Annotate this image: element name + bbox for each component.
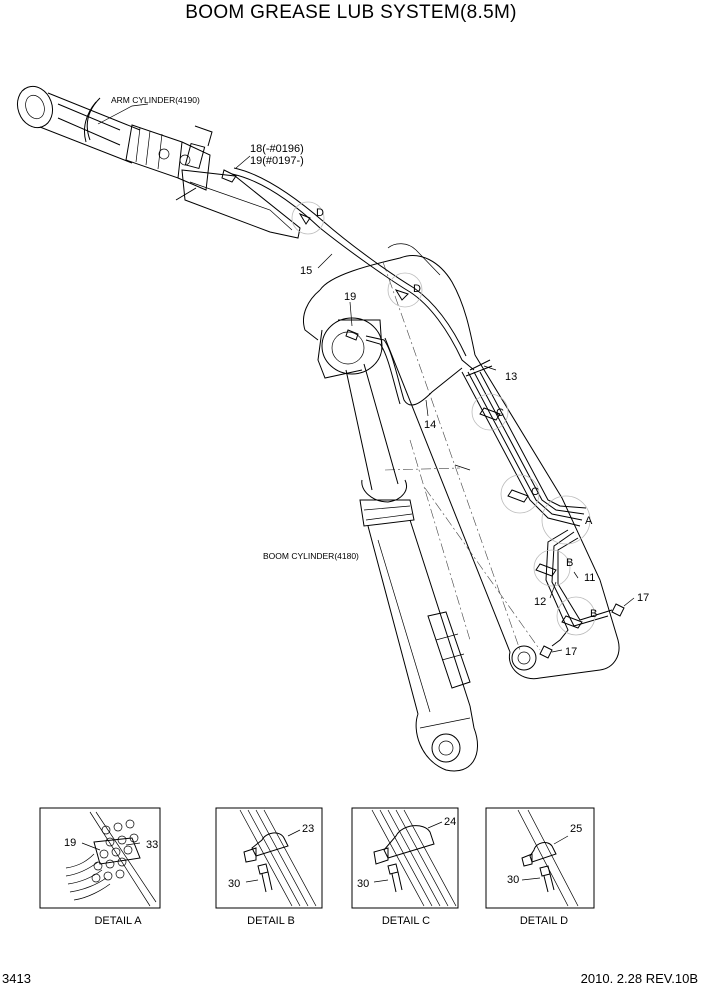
label-part-15: 15 [300,265,312,277]
detail-d-label-30: 30 [507,874,519,886]
label-detail-d-lower: D [413,283,421,295]
label-detail-b-upper: B [566,557,573,569]
detail-d-panel: 25 30 DETAIL D [485,807,595,927]
label-part-14: 14 [424,419,436,431]
detail-a-title: DETAIL A [94,915,142,927]
detail-d-title: DETAIL D [520,915,568,927]
label-part-13: 13 [505,371,517,383]
leader-lines [97,103,635,653]
label-part-18: 18(-#0196) [250,143,304,155]
label-part-17-lower: 17 [565,646,577,658]
detail-a-label-19: 19 [64,837,76,849]
detail-c-label-24: 24 [444,816,456,828]
label-detail-c-lower: C [531,486,539,498]
label-part-12: 12 [534,596,546,608]
detail-c-panel: 24 30 DETAIL C [351,807,459,927]
grease-lines [221,167,625,659]
detail-c-label-30: 30 [357,878,369,890]
detail-b-label-30: 30 [228,878,240,890]
detail-d-label-25: 25 [570,823,582,835]
detail-b-label-23: 23 [302,823,314,835]
page-title: BOOM GREASE LUB SYSTEM(8.5M) [185,2,516,23]
detail-a-panel: 19 33 DETAIL A [39,807,161,927]
detail-c-title: DETAIL C [382,915,430,927]
boom-cylinder [345,363,478,772]
boom-outline [303,243,620,680]
label-detail-d-upper: D [316,207,324,219]
label-part-19-serial: 19(#0197-) [250,155,304,167]
detail-b-panel: 23 30 DETAIL B [215,807,323,927]
label-part-19: 19 [344,291,356,303]
label-detail-a: A [585,515,593,527]
label-part-17-right: 17 [637,592,649,604]
label-boom-cylinder: BOOM CYLINDER(4180) [263,551,359,561]
label-detail-c-upper: C [496,407,504,419]
detail-a-label-33: 33 [146,839,158,851]
detail-indicators [291,201,596,636]
boom-foot [317,317,383,379]
label-part-11: 11 [584,572,595,584]
label-detail-b-lower: B [590,608,597,620]
arm-bracket [175,169,301,239]
label-arm-cylinder: ARM CYLINDER(4190) [111,95,200,105]
detail-b-title: DETAIL B [247,915,295,927]
page-number: 3413 [2,971,31,986]
date-revision: 2010. 2.28 REV.10B [581,971,698,986]
